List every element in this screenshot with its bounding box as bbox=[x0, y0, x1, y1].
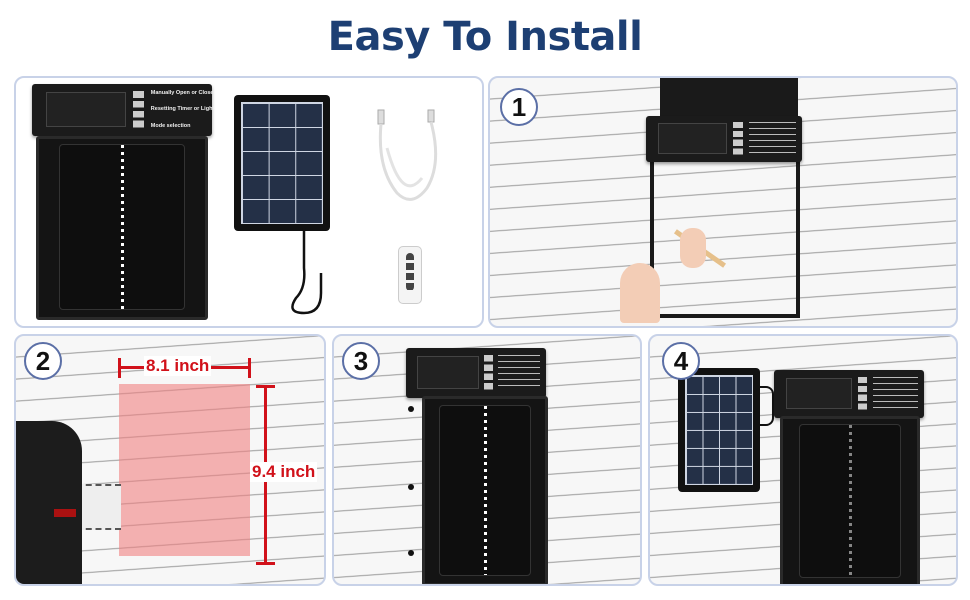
control-panel: Manually Open or Close Resetting Timer o… bbox=[32, 84, 215, 136]
screw bbox=[408, 406, 414, 412]
step-badge: 4 bbox=[662, 342, 700, 380]
cut-area bbox=[119, 384, 250, 556]
door-product: Manually Open or Close Resetting Timer o… bbox=[32, 84, 215, 320]
screw bbox=[408, 550, 414, 556]
door-body bbox=[36, 136, 208, 320]
dimension-tick bbox=[256, 562, 275, 565]
control-instructions: Manually Open or Close Resetting Timer o… bbox=[150, 90, 215, 130]
control-panel bbox=[646, 116, 802, 162]
solar-cable bbox=[760, 386, 774, 426]
door-body bbox=[422, 396, 548, 584]
step-4-panel: 4 bbox=[648, 334, 958, 586]
width-label: 8.1 inch bbox=[144, 356, 212, 376]
step-badge: 2 bbox=[24, 342, 62, 380]
door-frame bbox=[660, 78, 798, 118]
step-badge: 3 bbox=[342, 342, 380, 380]
lcd-display bbox=[46, 92, 126, 127]
solar-panel bbox=[234, 95, 330, 231]
dimension-tick bbox=[118, 358, 121, 378]
step-2-panel: 2 8.1 inch 9.4 inch bbox=[14, 334, 326, 586]
step-1-panel: 1 bbox=[488, 76, 958, 328]
dimension-tick bbox=[256, 385, 275, 388]
control-label-reset: Resetting Timer or Light bbox=[150, 106, 215, 113]
control-panel bbox=[774, 370, 924, 418]
height-label: 9.4 inch bbox=[250, 462, 318, 482]
solar-panel bbox=[678, 368, 760, 492]
solar-cable bbox=[291, 228, 323, 315]
hand bbox=[680, 228, 706, 268]
control-label-manual: Manually Open or Close bbox=[150, 90, 214, 97]
control-label-mode: Mode selection bbox=[150, 122, 191, 129]
step-3-panel: 3 bbox=[332, 334, 642, 586]
page-title: Easy To Install bbox=[327, 14, 643, 60]
package-contents-panel: Manually Open or Close Resetting Timer o… bbox=[14, 76, 484, 328]
hand bbox=[620, 263, 660, 323]
usb-cable bbox=[377, 109, 438, 201]
control-buttons bbox=[132, 91, 144, 129]
door-body bbox=[780, 416, 920, 584]
remote-control bbox=[398, 246, 422, 304]
jigsaw bbox=[16, 421, 82, 584]
step-badge: 1 bbox=[500, 88, 538, 126]
control-panel bbox=[406, 348, 546, 398]
jigsaw-blade bbox=[76, 484, 121, 530]
screw bbox=[408, 484, 414, 490]
dimension-tick bbox=[248, 358, 251, 378]
